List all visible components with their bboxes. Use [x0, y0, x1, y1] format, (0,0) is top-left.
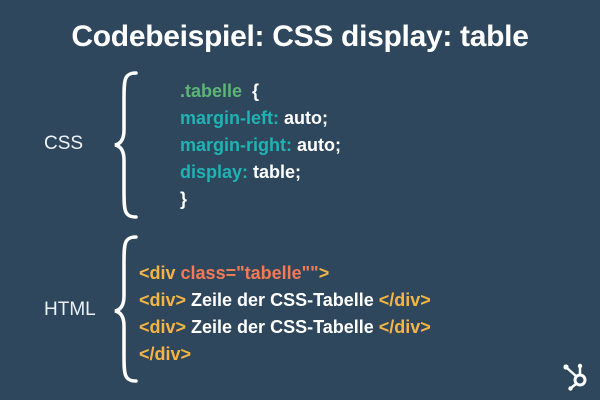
css-label: CSS — [44, 133, 84, 154]
css-line-4: display: table; — [180, 162, 302, 182]
html-line-1: <div class="tabelle""> — [139, 263, 330, 283]
html-label: HTML — [44, 299, 96, 320]
page-title: Codebeispiel: CSS display: table — [71, 20, 529, 53]
hubspot-sprocket-icon — [563, 363, 587, 391]
css-brace-icon — [114, 71, 138, 219]
css-line-3: margin-right: auto; — [180, 135, 341, 155]
css-code-block: .tabelle { margin-left: auto; margin-rig… — [180, 78, 341, 213]
css-line-5: } — [180, 189, 188, 209]
html-line-3: <div> Zeile der CSS-Tabelle </div> — [139, 317, 431, 337]
html-line-4: </div> — [139, 344, 192, 364]
css-line-2: margin-left: auto; — [180, 108, 328, 128]
html-code-block: <div class="tabelle""> <div> Zeile der C… — [139, 260, 431, 368]
html-line-2: <div> Zeile der CSS-Tabelle </div> — [139, 290, 431, 310]
css-line-1: .tabelle { — [180, 81, 260, 101]
html-brace-icon — [114, 235, 138, 383]
